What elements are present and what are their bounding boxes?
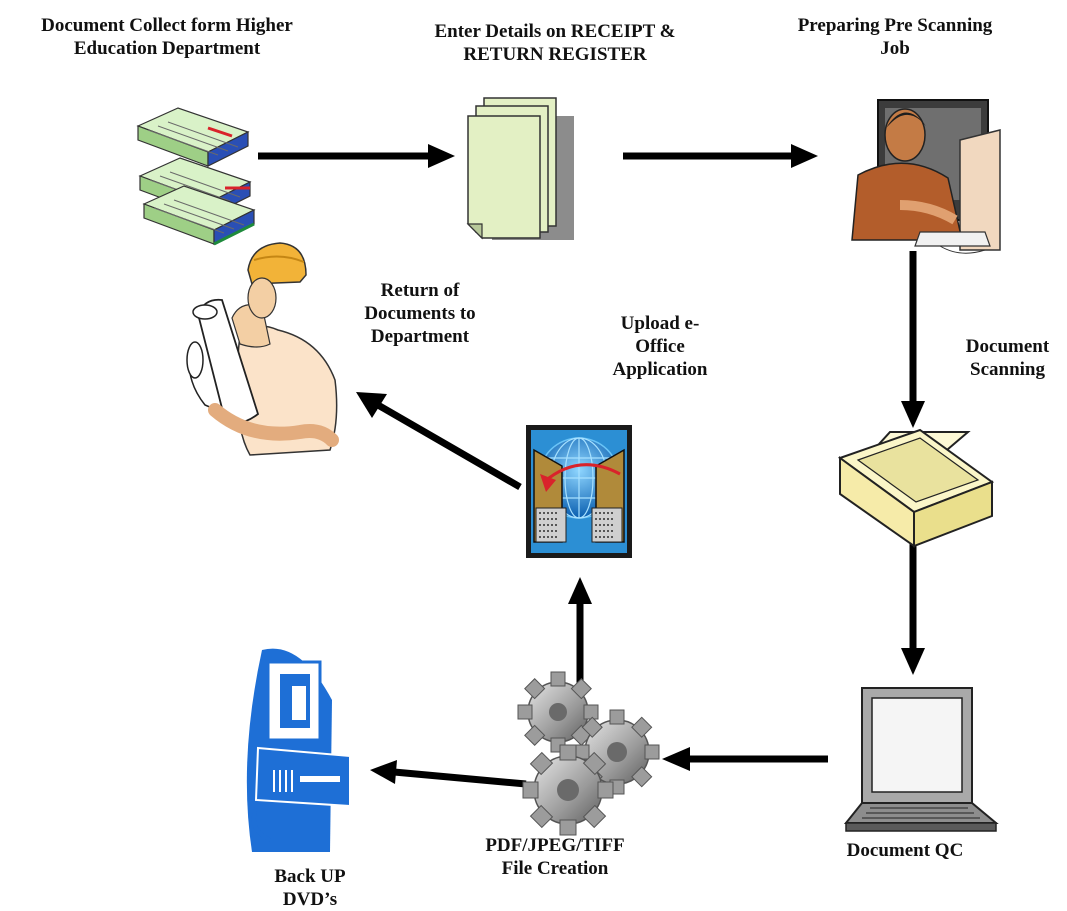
arrow-qc-to-filecreation [662,747,828,771]
label-return: Return of Documents to Department [364,280,476,347]
label-backup: Back UP DVD’s [274,866,346,910]
arrow-filecreation-to-upload [568,577,592,697]
laptop-icon [843,687,999,832]
arrow-scanning-to-qc [901,536,925,675]
worker-with-blueprints-icon [186,242,339,456]
label-enter-details: Enter Details on RECEIPT & RETURN REGIST… [434,21,676,65]
label-upload: Upload e- Office Application [612,313,708,380]
network-globe-icon [526,425,632,558]
label-document-collect: Document Collect form Higher Education D… [41,15,293,59]
gears-icon [517,671,660,836]
label-file-creation: PDF/JPEG/TIFF File Creation [485,835,625,879]
label-pre-scanning: Preparing Pre Scanning Job [797,15,993,59]
stacked-binders-icon [136,107,256,246]
desktop-computer-icon [246,648,351,852]
arrow-filecreation-to-backup [370,760,527,788]
person-at-computer-icon [851,99,1001,254]
label-document-qc: Document QC [846,840,964,861]
paper-stack-icon [466,97,574,240]
arrow-upload-to-return [356,392,522,491]
arrow-collect-to-register [258,144,455,168]
arrow-prescan-to-scanning [901,251,925,428]
arrow-register-to-prescan [623,144,818,168]
flatbed-scanner-icon [837,428,995,548]
label-document-scanning: Document Scanning [965,336,1050,380]
